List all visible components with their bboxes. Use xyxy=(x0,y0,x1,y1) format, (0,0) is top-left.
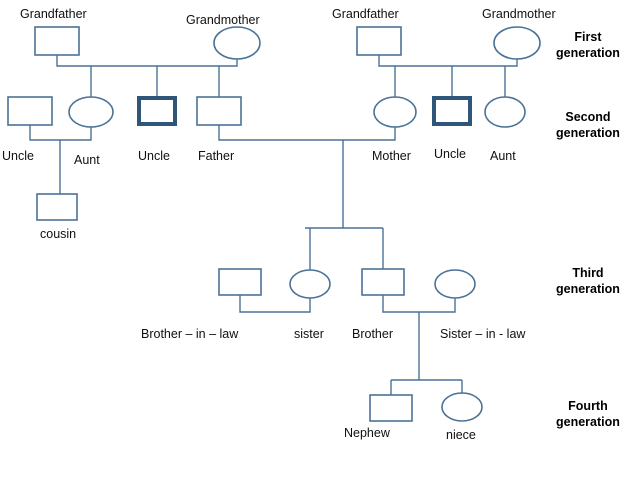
person-label-nephew: Nephew xyxy=(344,426,390,440)
person-label-gm-left: Grandmother xyxy=(186,13,260,27)
connector-union-brother-sil xyxy=(382,295,456,313)
person-label-sister-in-law: Sister – in - law xyxy=(440,327,526,341)
person-shape-father[interactable] xyxy=(196,96,242,126)
generation-label-fourth-line1: Fourth xyxy=(568,399,608,413)
person-shape-gm-right[interactable] xyxy=(493,26,541,60)
person-label-uncle-3: Uncle xyxy=(434,147,466,161)
person-label-uncle-1: Uncle xyxy=(2,149,34,163)
shape-layer xyxy=(7,26,541,422)
generation-label-first-line1: First xyxy=(574,30,602,44)
person-shape-nephew[interactable] xyxy=(369,394,413,422)
person-shape-brother[interactable] xyxy=(361,268,405,296)
person-shape-gm-left[interactable] xyxy=(213,26,261,60)
connector-gp-right-union xyxy=(378,55,518,67)
generation-label-third-line1: Third xyxy=(572,266,604,280)
person-label-gf-right: Grandfather xyxy=(332,7,399,21)
generation-label-second-line2: generation xyxy=(556,125,620,140)
generation-label-first-line2: generation xyxy=(556,45,620,60)
person-shape-mother[interactable] xyxy=(373,96,417,128)
person-label-aunt-1: Aunt xyxy=(74,153,100,167)
connector-union-bil-sister xyxy=(239,295,311,313)
person-shape-aunt-1[interactable] xyxy=(68,96,114,128)
person-shape-niece[interactable] xyxy=(441,392,483,422)
connector-union-uncle1-aunt1 xyxy=(29,125,92,141)
person-shape-gf-right[interactable] xyxy=(356,26,402,56)
generation-label-second-line1: Second xyxy=(565,110,611,124)
person-label-mother: Mother xyxy=(372,149,411,163)
person-label-cousin: cousin xyxy=(40,227,77,241)
person-label-gf-left: Grandfather xyxy=(20,7,87,21)
person-shape-aunt-2[interactable] xyxy=(484,96,526,128)
person-label-sister: sister xyxy=(294,327,324,341)
person-shape-brother-in-law[interactable] xyxy=(218,268,262,296)
connector-layer xyxy=(29,55,518,395)
person-shape-sister-in-law[interactable] xyxy=(434,269,476,299)
person-label-brother-in-law: Brother – in – law xyxy=(141,327,239,341)
person-shape-cousin[interactable] xyxy=(36,193,78,221)
person-label-father: Father xyxy=(198,149,235,163)
person-label-niece: niece xyxy=(446,428,476,442)
person-shape-uncle-1[interactable] xyxy=(7,96,53,126)
generation-label-third-line2: generation xyxy=(556,281,620,296)
person-shape-sister[interactable] xyxy=(289,269,331,299)
connector-gp-left-union xyxy=(56,55,238,67)
person-shape-gf-left[interactable] xyxy=(34,26,80,56)
person-shape-uncle-2[interactable] xyxy=(137,96,177,126)
person-shape-uncle-3[interactable] xyxy=(432,96,472,126)
person-label-brother: Brother xyxy=(352,327,393,341)
connector-union-father-mother xyxy=(218,125,396,141)
generation-label-fourth-line2: generation xyxy=(556,414,620,429)
person-label-aunt-2: Aunt xyxy=(490,149,516,163)
person-label-uncle-2: Uncle xyxy=(138,149,170,163)
person-label-gm-right: Grandmother xyxy=(482,7,556,21)
